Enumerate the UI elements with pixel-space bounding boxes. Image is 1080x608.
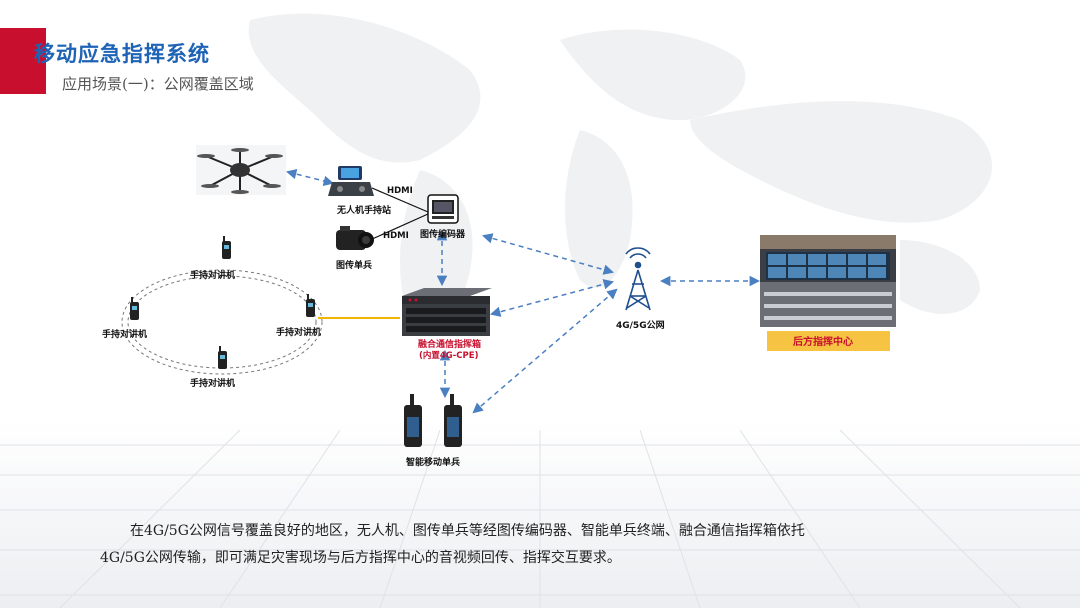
- hdmi-label-top: HDMI: [387, 186, 413, 196]
- radio-label-right: 手持对讲机: [276, 326, 321, 338]
- image-soldier-label: 图传单兵: [336, 259, 372, 271]
- radio-icon-top: [222, 236, 231, 259]
- radio-icon-left: [130, 297, 139, 320]
- command-box-label: 融合通信指挥箱: [418, 338, 481, 350]
- caption-line-1: 在4G/5G公网信号覆盖良好的地区，无人机、图传单兵等经图传编码器、智能单兵终端…: [100, 518, 940, 545]
- cell-tower-icon: [626, 248, 650, 310]
- command-box-sublabel: (内置4G-CPE): [419, 350, 479, 361]
- radio-label-bottom: 手持对讲机: [190, 377, 235, 389]
- caption-text-1: 在4G/5G公网信号覆盖良好的地区，无人机、图传单兵等经图传编码器、智能单兵终端…: [130, 523, 805, 539]
- camera-icon: [336, 226, 374, 250]
- encoder-icon: [428, 195, 458, 223]
- radio-icon-right: [306, 294, 315, 317]
- command-box-icon: [402, 288, 492, 336]
- hdmi-label-bottom: HDMI: [383, 231, 409, 241]
- drone-ground-station-icon: [328, 166, 374, 196]
- command-center-label: 后方指挥中心: [793, 335, 853, 348]
- smart-soldier-icon: [404, 394, 462, 447]
- radio-label-left: 手持对讲机: [102, 328, 147, 340]
- caption-text-2: 4G/5G公网传输，即可满足灾害现场与后方指挥中心的音视频回传、指挥交互要求。: [100, 550, 621, 566]
- smart-soldier-label: 智能移动单兵: [406, 456, 460, 468]
- radio-icon-bottom: [218, 346, 227, 369]
- network-label: 4G/5G公网: [616, 320, 665, 331]
- caption-line-2: 4G/5G公网传输，即可满足灾害现场与后方指挥中心的音视频回传、指挥交互要求。: [100, 545, 940, 572]
- radio-label-top: 手持对讲机: [190, 269, 235, 281]
- caption: 在4G/5G公网信号覆盖良好的地区，无人机、图传单兵等经图传编码器、智能单兵终端…: [100, 518, 940, 572]
- drone-icon: [196, 145, 286, 195]
- encoder-label: 图传编码器: [420, 228, 466, 240]
- command-center-image: [760, 235, 896, 327]
- drone-station-label: 无人机手持站: [336, 204, 391, 216]
